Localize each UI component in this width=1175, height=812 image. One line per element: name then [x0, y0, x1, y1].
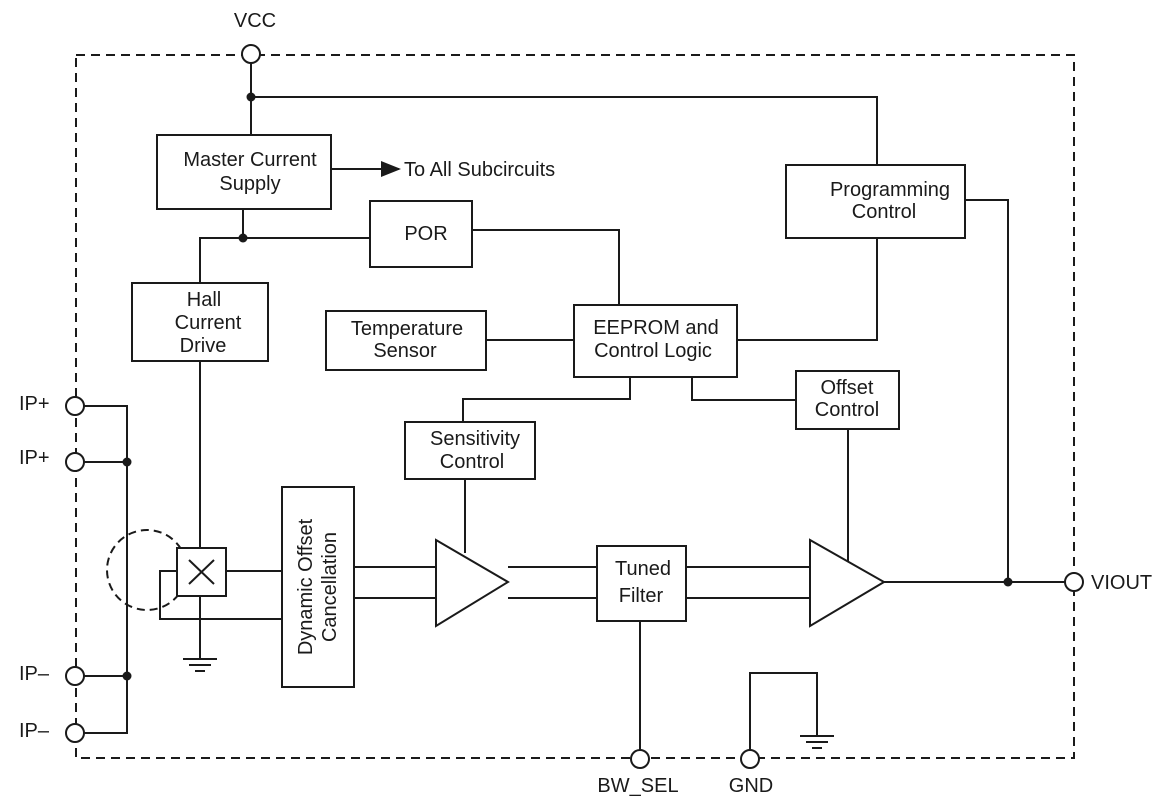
sensitivity-amplifier-icon [435, 538, 510, 628]
pin-viout-label: VIOUT [1091, 572, 1152, 594]
temperature-sensor-line-1: Temperature [351, 318, 463, 340]
pin-ip-plus-1: IP+ [19, 393, 85, 416]
eeprom-control-logic-block: EEPROM and Control Logic [573, 304, 738, 378]
por-block: POR [369, 200, 473, 268]
tuned-filter-line-2: Filter [619, 585, 664, 607]
pin-ip-minus-1-label: IP– [19, 663, 50, 685]
master-current-supply-line-2: Supply [219, 173, 280, 195]
hall-current-drive-block: Hall Current Drive [131, 282, 269, 362]
eeprom-control-logic-line-1: EEPROM and [593, 317, 719, 339]
offset-control-block: Offset Control [795, 370, 900, 430]
pin-viout: VIOUT [1064, 572, 1152, 594]
pin-bw-sel: BW_SEL [597, 749, 679, 797]
hall-current-drive-line-2: Current [175, 312, 242, 334]
master-current-supply-line-1: Master Current [183, 149, 317, 171]
pin-ip-plus-2-label: IP+ [19, 447, 50, 469]
tuned-filter-line-1: Tuned [615, 558, 671, 580]
pin-gnd: GND [729, 749, 773, 797]
dynamic-offset-cancellation-block: Dynamic Offset Cancellation [281, 486, 355, 688]
wires [84, 63, 1065, 751]
pin-vcc-label: VCC [234, 10, 276, 32]
pin-ip-minus-2: IP– [19, 720, 85, 743]
dynamic-offset-cancellation-line-2: Cancellation [319, 532, 341, 642]
pin-bw-sel-label: BW_SEL [597, 775, 678, 797]
pin-ip-minus-1: IP– [19, 663, 85, 686]
tuned-filter-block: Tuned Filter [596, 545, 687, 622]
pin-ip-plus-1-label: IP+ [19, 393, 50, 415]
por-label: POR [404, 223, 447, 245]
junction-dots [122, 92, 1013, 681]
hall-current-drive-line-1: Hall [187, 289, 221, 311]
hall-current-drive-line-3: Drive [180, 335, 227, 357]
pin-vcc: VCC [234, 10, 276, 64]
sensitivity-control-block: Sensitivity Control [404, 421, 536, 480]
offset-control-line-2: Control [815, 399, 879, 421]
programming-control-line-2: Control [852, 201, 916, 223]
to-all-subcircuits-label: To All Subcircuits [404, 159, 555, 181]
pin-ip-plus-2: IP+ [19, 447, 85, 472]
sensitivity-control-line-2: Control [440, 451, 504, 473]
sensitivity-control-line-1: Sensitivity [430, 428, 520, 450]
temperature-sensor-line-2: Sensor [373, 340, 437, 362]
programming-control-line-1: Programming [830, 179, 950, 201]
pin-ip-minus-2-label: IP– [19, 720, 50, 742]
offset-control-line-1: Offset [821, 377, 874, 399]
temperature-sensor-block: Temperature Sensor [325, 310, 487, 371]
pin-gnd-label: GND [729, 775, 773, 797]
dynamic-offset-cancellation-line-1: Dynamic Offset [295, 518, 317, 655]
eeprom-control-logic-line-2: Control Logic [594, 340, 712, 362]
output-amplifier-icon [809, 538, 886, 628]
master-current-supply-block: Master Current Supply [156, 134, 332, 210]
hall-element-icon [176, 547, 227, 597]
programming-control-block: Programming Control [785, 164, 966, 239]
